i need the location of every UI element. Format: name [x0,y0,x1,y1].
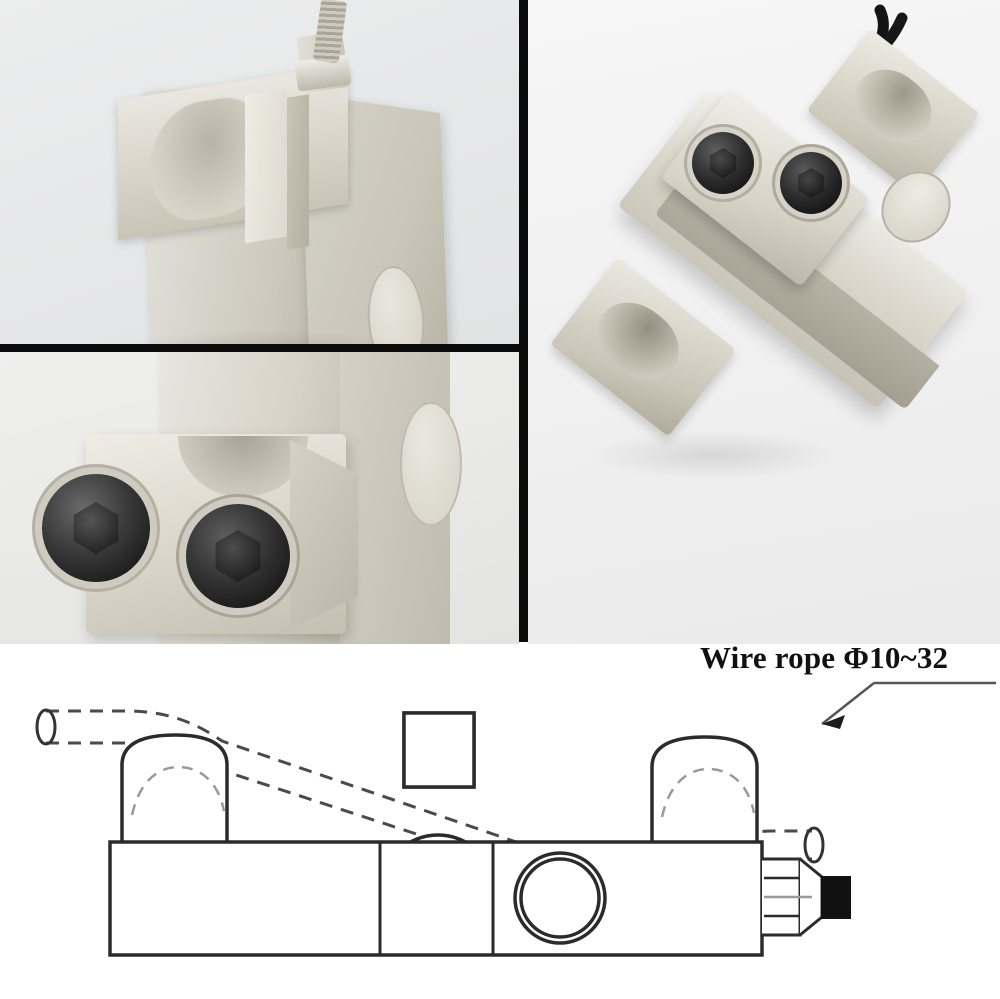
mounting-hole-recess [400,402,462,526]
right-saddle [650,735,759,842]
photo-panel-right [528,0,1000,644]
left-saddle [120,733,229,842]
cable-gland [762,857,851,937]
panel-divider-vertical [519,0,528,642]
saddle-rib-shadow [287,94,309,250]
photo-collage [0,0,1000,645]
photo-panel-top-left [0,0,519,344]
clamp-bevel [290,440,358,630]
saddle-rib [245,88,287,244]
mounting-hole-inner [519,857,601,939]
rope-end-right [803,826,825,864]
diagram-svg [35,681,996,957]
center-pulley-shaft-body [402,711,476,789]
hex-socket-recess-right [798,168,824,198]
rope-end-left [35,708,57,746]
technical-diagram [0,645,1000,999]
mounting-hole-outer [513,851,607,945]
panel-divider-horizontal [0,344,519,352]
left-saddle-groove [130,765,226,816]
hex-socket-recess-left [710,148,736,178]
drop-shadow [588,430,838,480]
right-saddle-groove [660,767,756,818]
photo-panel-bottom-left [0,352,519,644]
hex-socket-recess-right [215,530,261,582]
annotation-leader [821,681,996,729]
drop-shadow [110,330,410,344]
sensor-body [108,840,764,957]
sensor-assembly [528,0,1000,644]
wire-rope-label: Wire rope Φ10~32 [700,640,949,675]
